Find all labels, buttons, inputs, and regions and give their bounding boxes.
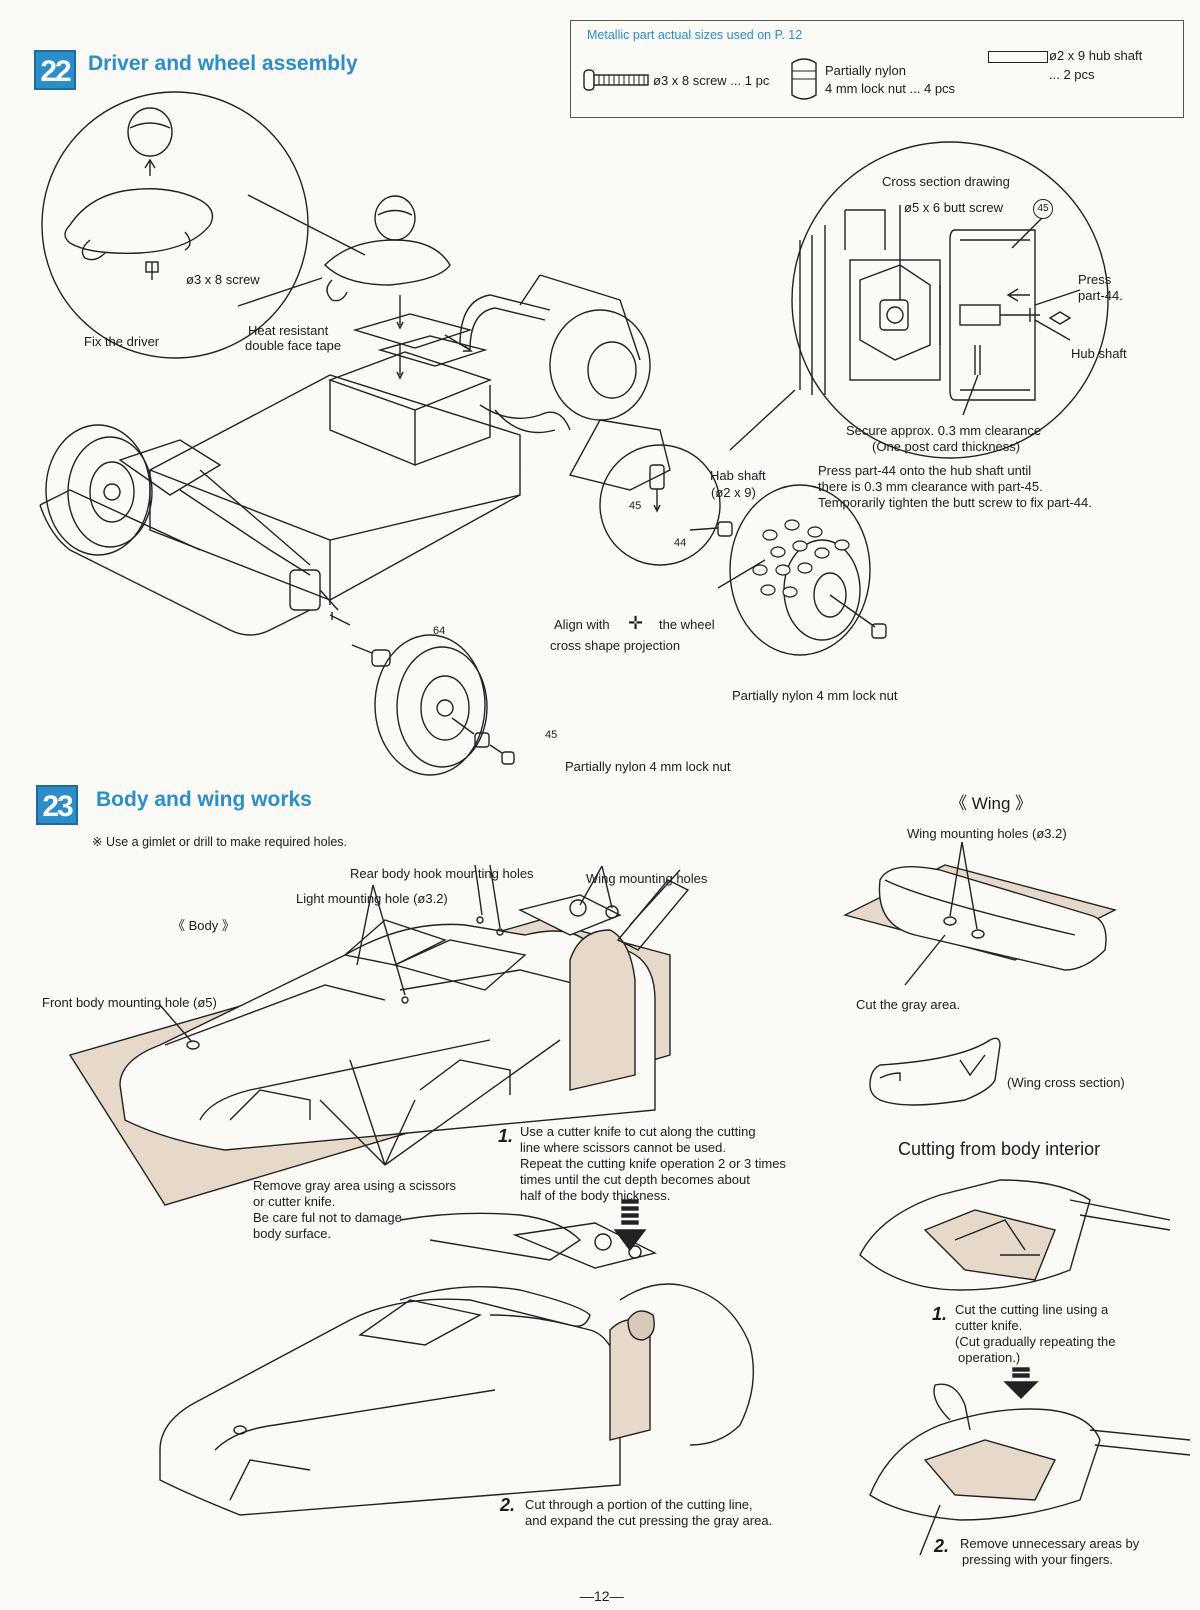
part-45-cross-callout: 45 — [1033, 199, 1053, 219]
interior-step1-number: 1. — [932, 1304, 948, 1324]
label-cut-gray: Cut the gray area. — [856, 997, 961, 1012]
driver-body-icon — [64, 188, 214, 254]
label-wing-cross-section: (Wing cross section) — [1007, 1075, 1125, 1090]
step1-line-1: Use a cutter knife to cut along the cutt… — [520, 1124, 756, 1139]
label-align-1b: the wheel — [659, 617, 715, 632]
section-23-badge: 23 — [36, 785, 78, 825]
interior-step2-line-1: Remove unnecessary areas by — [960, 1536, 1140, 1551]
part-45-callout-a: 45 — [629, 500, 642, 512]
label-press-1: Press — [1078, 272, 1112, 287]
remove-gray-4: body surface. — [253, 1226, 332, 1241]
step2-line-2: and expand the cut pressing the gray are… — [525, 1513, 773, 1528]
remove-gray-2: or cutter knife. — [253, 1194, 336, 1209]
section-23-title: Body and wing works — [96, 788, 312, 811]
page-number: —12— — [580, 1588, 624, 1604]
label-butt-screw: ø5 x 6 butt screw — [904, 200, 1003, 215]
parts-box-title: Metallic part actual sizes used on P. 12 — [587, 28, 803, 42]
label-fix-driver: Fix the driver — [84, 334, 160, 349]
chassis-drawing — [39, 195, 887, 776]
label-align-1a: Align with — [554, 617, 610, 632]
interior-step1-line-3: (Cut gradually repeating the — [955, 1334, 1116, 1349]
step2-number: 2. — [500, 1495, 516, 1515]
section-22-title: Driver and wheel assembly — [88, 52, 358, 75]
remove-gray-1: Remove gray area using a scissors — [253, 1178, 457, 1193]
cross-projection-icon: ✛ — [628, 613, 644, 633]
step1-line-2: line where scissors cannot be used. — [520, 1140, 726, 1155]
interior-title: Cutting from body interior — [898, 1139, 1101, 1159]
part-44-callout: 44 — [674, 537, 687, 549]
interior-step1-line-1: Cut the cutting line using a — [955, 1302, 1109, 1317]
label-front-hole: Front body mounting hole (ø5) — [42, 995, 217, 1010]
label-press-2: part-44. — [1078, 288, 1123, 303]
hub-shaft-icon — [988, 51, 1048, 63]
body-drawing — [68, 869, 690, 1206]
helmet-icon — [127, 107, 173, 157]
label-hab-shaft-2: (ø2 x 9) — [711, 485, 756, 500]
cross-section-title: Cross section drawing — [882, 174, 1010, 189]
interior-step1-line-2: cutter knife. — [955, 1318, 1023, 1333]
step1-line-5: half of the body thickness. — [520, 1188, 671, 1203]
gimlet-note: ※ Use a gimlet or drill to make required… — [92, 835, 348, 849]
interior-step1-line-4: operation.) — [958, 1350, 1021, 1365]
label-lock-nut-rear: Partially nylon 4 mm lock nut — [732, 688, 898, 703]
label-wing-mounting-holes: Wing mounting holes — [586, 871, 708, 886]
screw-icon — [583, 69, 649, 91]
metallic-parts-box: Metallic part actual sizes used on P. 12… — [570, 20, 1184, 118]
label-lock-nut-front: Partially nylon 4 mm lock nut — [565, 759, 731, 774]
label-align-2: cross shape projection — [550, 638, 681, 653]
step1-line-4: times until the cut depth becomes about — [520, 1172, 750, 1187]
label-hub-shaft: Hub shaft — [1071, 346, 1127, 361]
parts-shaft-text-2: ... 2 pcs — [1049, 67, 1095, 82]
driver-detail-circle — [41, 91, 309, 359]
label-rear-hook-holes: Rear body hook mounting holes — [350, 866, 534, 881]
parts-nut-text-2: 4 mm lock nut ... 4 pcs — [825, 81, 956, 96]
parts-nut-text-1: Partially nylon — [825, 63, 906, 78]
step2-line-1: Cut through a portion of the cutting lin… — [525, 1497, 753, 1512]
wing-drawing — [843, 864, 1117, 971]
label-wing-holes: Wing mounting holes (ø3.2) — [907, 826, 1067, 841]
wing-section-icon — [869, 1037, 1001, 1106]
instruction-line-1: Press part-44 onto the hub shaft until — [818, 463, 1032, 478]
label-tape-1: Heat resistant — [248, 323, 329, 338]
label-screw: ø3 x 8 screw — [186, 272, 260, 287]
wing-header: 《 Wing 》 — [950, 794, 1033, 813]
tire-knobs — [752, 519, 850, 598]
label-clearance-2: (One post card thickness) — [872, 439, 1021, 454]
label-hab-shaft-1: Hab shaft — [710, 468, 766, 483]
label-clearance-1: Secure approx. 0.3 mm clearance — [846, 423, 1042, 438]
interior-step2-number: 2. — [934, 1536, 950, 1556]
lock-nut-icon — [791, 58, 817, 100]
parts-shaft-text-1: ø2 x 9 hub shaft — [1049, 48, 1143, 63]
body-cutting-drawing — [159, 1212, 754, 1516]
label-light-hole: Light mounting hole (ø3.2) — [296, 891, 448, 906]
remove-gray-3: Be care ful not to damage — [253, 1210, 402, 1225]
down-arrow-icon-2 — [1003, 1367, 1039, 1399]
step1-line-3: Repeat the cutting knife operation 2 or … — [520, 1156, 786, 1171]
instruction-line-2: there is 0.3 mm clearance with part-45. — [818, 479, 1043, 494]
cross-section-drawing — [799, 205, 1081, 416]
interior-press-drawing — [869, 1383, 1191, 1521]
step1-number: 1. — [498, 1126, 514, 1146]
interior-step2-line-2: pressing with your fingers. — [962, 1552, 1114, 1567]
down-arrow-icon — [613, 1199, 647, 1252]
part-45-callout-b: 45 — [545, 729, 558, 741]
parts-screw-text: ø3 x 8 screw ... 1 pc — [653, 73, 770, 88]
instruction-line-3: Temporarily tighten the butt screw to fi… — [818, 495, 1092, 510]
section-22-badge: 22 — [34, 50, 76, 90]
cross-section-circle — [791, 141, 1109, 459]
label-tape-2: double face tape — [245, 338, 342, 353]
part-64-callout: 64 — [433, 625, 446, 637]
interior-cutting-drawing — [859, 1179, 1171, 1291]
body-header: 《 Body 》 — [172, 918, 235, 933]
